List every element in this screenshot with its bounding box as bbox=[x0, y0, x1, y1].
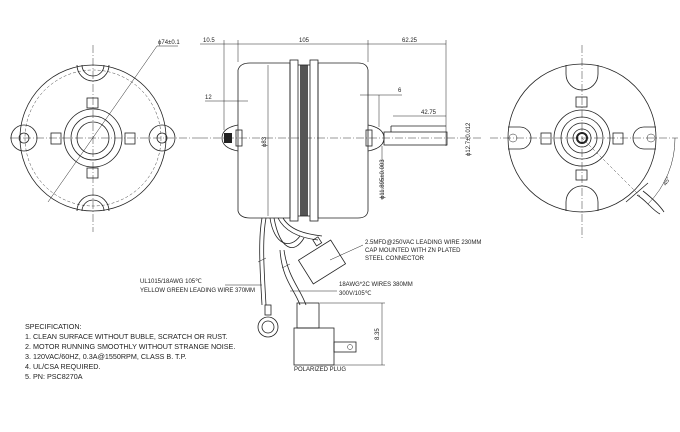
spec-item: 5. PN: PSC8270A bbox=[25, 372, 83, 381]
dim-shaft-diameter: ϕ12.7±0.012 bbox=[466, 122, 472, 156]
dim-small-gap: 6 bbox=[398, 88, 402, 94]
ground-wire-callout-line-1: UL1015/18AWG 105℃ bbox=[140, 279, 202, 285]
dim-shaft-flat: 42.75 bbox=[421, 110, 437, 116]
dim-body-diameter: ϕ83 bbox=[262, 136, 268, 147]
ground-wire-callout-line-2: YELLOW GREEN LEADING WIRE 370MM bbox=[140, 288, 255, 294]
plug-label: POLARIZED PLUG bbox=[294, 367, 346, 373]
spec-item: 1. CLEAN SURFACE WITHOUT BUBLE, SCRATCH … bbox=[25, 332, 228, 341]
dim-lug-offset: 12 bbox=[205, 95, 212, 101]
spec-title: SPECIFICATION: bbox=[25, 322, 82, 331]
dim-wire-angle: 45° bbox=[663, 176, 673, 187]
dim-plug-height: 8.35 bbox=[375, 328, 381, 340]
spec-item: 2. MOTOR RUNNING SMOOTHLY WITHOUT STRANG… bbox=[25, 342, 235, 351]
dim-body-length: 105 bbox=[299, 38, 310, 44]
rear-end-view: 45° bbox=[490, 45, 678, 238]
wiring-assembly: 2.5MFD@250VAC LEADING WIRE 230MM CAP MOU… bbox=[140, 217, 481, 373]
power-wires-callout-line-1: 18AWG*2C WIRES 380MM bbox=[339, 282, 413, 288]
capacitor-callout-line-3: STEEL CONNECTOR bbox=[365, 256, 425, 262]
spec-item: 4. UL/CSA REQUIRED. bbox=[25, 362, 101, 371]
specification-notes: SPECIFICATION: 1. CLEAN SURFACE WITHOUT … bbox=[25, 322, 235, 381]
dim-shaft-length: 62.25 bbox=[402, 38, 418, 44]
front-diameter-label: ϕ74±0.1 bbox=[158, 40, 180, 46]
power-wires-callout-line-2: 300V/105℃ bbox=[339, 291, 372, 297]
dim-boss-diameter: ϕ11.895±0.003 bbox=[380, 159, 386, 199]
front-end-view: ϕ74±0.1 bbox=[10, 40, 200, 232]
capacitor-callout-line-2: CAP MOUNTED WITH ZN PLATED bbox=[365, 248, 461, 254]
capacitor-callout-line-1: 2.5MFD@250VAC LEADING WIRE 230MM bbox=[365, 240, 481, 246]
dim-left-offset: 10.5 bbox=[203, 38, 215, 44]
spec-item: 3. 120VAC/60HZ, 0.3A@1550RPM, CLASS B. T… bbox=[25, 352, 187, 361]
side-view: 10.5 105 62.25 12 6 42.75 ϕ83 ϕ11.895±0.… bbox=[200, 38, 482, 222]
